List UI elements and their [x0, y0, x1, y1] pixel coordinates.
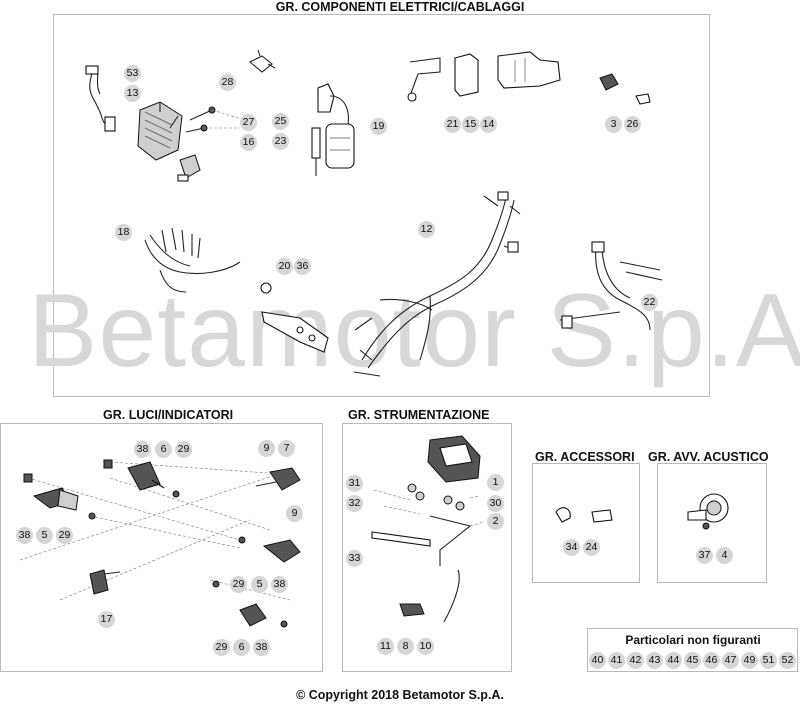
- part-callout[interactable]: 6: [233, 639, 250, 656]
- part-callout[interactable]: 21: [444, 116, 461, 133]
- part-callout[interactable]: 29: [213, 639, 230, 656]
- non-figured-callout[interactable]: 43: [646, 652, 663, 669]
- part-callout[interactable]: 5: [251, 576, 268, 593]
- part-callout[interactable]: 29: [175, 441, 192, 458]
- non-figured-title: Particolari non figuranti: [625, 633, 761, 647]
- part-callout[interactable]: 38: [253, 639, 270, 656]
- part-callout[interactable]: 27: [240, 114, 257, 131]
- part-callout[interactable]: 11: [377, 638, 394, 655]
- electrical-section-title: GR. COMPONENTI ELETTRICI/CABLAGGI: [275, 0, 525, 14]
- horn-section-title: GR. AVV. ACUSTICO: [648, 450, 769, 464]
- accessories-section-title: GR. ACCESSORI: [535, 450, 635, 464]
- part-callout[interactable]: 19: [370, 118, 387, 135]
- non-figured-callout[interactable]: 44: [665, 652, 682, 669]
- part-callout[interactable]: 9: [286, 505, 303, 522]
- part-callout[interactable]: 6: [155, 441, 172, 458]
- part-callout[interactable]: 29: [230, 576, 247, 593]
- relay-drawing: [599, 73, 619, 91]
- part-callout[interactable]: 9: [258, 440, 275, 457]
- instruments-section-title: GR. STRUMENTAZIONE: [348, 408, 490, 422]
- part-callout[interactable]: 10: [417, 638, 434, 655]
- dashboard-drawing: [371, 435, 485, 623]
- small-harness-drawing: [85, 65, 116, 132]
- part-callout[interactable]: 38: [134, 441, 151, 458]
- part-callout[interactable]: 3: [605, 116, 622, 133]
- regulator-drawing: [137, 101, 183, 161]
- instruments-panel: [342, 423, 512, 672]
- part-callout[interactable]: 20: [276, 258, 293, 275]
- rear-harness-drawing: [559, 241, 663, 331]
- non-figured-callout[interactable]: 42: [627, 652, 644, 669]
- part-callout[interactable]: 4: [716, 547, 733, 564]
- part-callout[interactable]: 32: [346, 495, 363, 512]
- non-figured-callout[interactable]: 49: [741, 652, 758, 669]
- part-callout[interactable]: 26: [624, 116, 641, 133]
- non-figured-callout[interactable]: 41: [608, 652, 625, 669]
- part-callout[interactable]: 5: [36, 527, 53, 544]
- accessories-panel: [532, 463, 640, 583]
- fuse-drawing: [635, 93, 651, 105]
- horn-drawing: [687, 493, 729, 530]
- non-figured-callout[interactable]: 46: [703, 652, 720, 669]
- part-callout[interactable]: 53: [124, 65, 141, 82]
- part-callout[interactable]: 24: [583, 539, 600, 556]
- non-figured-callout[interactable]: 51: [760, 652, 777, 669]
- part-callout[interactable]: 7: [278, 440, 295, 457]
- part-callout[interactable]: 33: [346, 550, 363, 567]
- part-callout[interactable]: 37: [696, 547, 713, 564]
- copyright-footer: © Copyright 2018 Betamotor S.p.A.: [296, 688, 504, 702]
- part-callout[interactable]: 31: [346, 475, 363, 492]
- part-callout[interactable]: 30: [487, 495, 504, 512]
- ignition-coil-drawing: [311, 83, 355, 176]
- lights-drawing: [19, 459, 301, 628]
- non-figured-callout[interactable]: 40: [589, 652, 606, 669]
- holder-drawing: [591, 509, 613, 523]
- part-callout[interactable]: 1: [487, 474, 504, 491]
- non-figured-callout[interactable]: 45: [684, 652, 701, 669]
- part-callout[interactable]: 18: [115, 224, 132, 241]
- part-callout[interactable]: 15: [462, 116, 479, 133]
- part-callout[interactable]: 16: [240, 134, 257, 151]
- sensor-drawing: [177, 154, 201, 182]
- non-figured-callout[interactable]: 47: [722, 652, 739, 669]
- non-figured-callout[interactable]: 52: [779, 652, 796, 669]
- part-callout[interactable]: 13: [124, 85, 141, 102]
- part-callout[interactable]: 2: [487, 513, 504, 530]
- part-callout[interactable]: 34: [563, 539, 580, 556]
- bracket-drawing: [260, 282, 329, 353]
- part-callout[interactable]: 38: [16, 527, 33, 544]
- part-callout[interactable]: 22: [641, 294, 658, 311]
- main-harness-drawing: [353, 191, 521, 377]
- lights-harness-drawing: [144, 227, 241, 293]
- part-callout[interactable]: 28: [219, 74, 236, 91]
- part-callout[interactable]: 23: [272, 133, 289, 150]
- lights-section-title: GR. LUCI/INDICATORI: [103, 408, 234, 422]
- part-callout[interactable]: 8: [397, 638, 414, 655]
- screw-drawing: [189, 109, 213, 121]
- part-callout[interactable]: 17: [98, 611, 115, 628]
- part-callout[interactable]: 29: [56, 527, 73, 544]
- connector-drawing: [249, 55, 273, 73]
- horn-panel: [657, 463, 767, 583]
- clip-drawing: [555, 507, 571, 523]
- part-callout[interactable]: 38: [271, 576, 288, 593]
- part-callout[interactable]: 25: [272, 113, 289, 130]
- ecu-drawing: [407, 51, 561, 102]
- part-callout[interactable]: 36: [294, 258, 311, 275]
- part-callout[interactable]: 14: [480, 116, 497, 133]
- part-callout[interactable]: 12: [418, 221, 435, 238]
